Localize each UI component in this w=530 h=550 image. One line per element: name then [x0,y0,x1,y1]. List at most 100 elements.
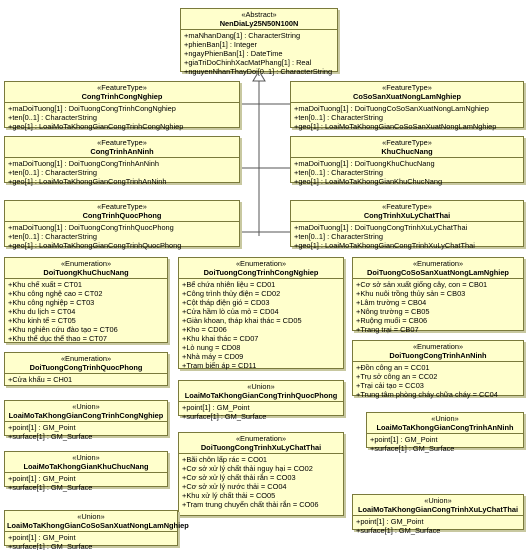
attribute: +ten[0..1] : CharacterString [294,232,383,241]
stereotype-label: «Enumeration» [412,342,464,351]
enum-literal: +Khu nghiên cứu đào tạo = CT06 [8,325,118,334]
attribute-list: +point[1] : GM_Point +surface[1] : GM_Su… [179,402,343,423]
attribute-list: +point[1] : GM_Point +surface[1] : GM_Su… [5,422,167,443]
class-name: CongTrinhXuLyChatThai [363,211,451,220]
union-loaimotakhonggiancongtrinhquocphong[interactable]: «Union» LoaiMoTaKhongGianCongTrinhQuocPh… [178,380,344,421]
union-loaimotakhonggiancososanxuatnonglamnghiep[interactable]: «Union» LoaiMoTaKhongGianCoSoSanXuatNong… [4,510,189,550]
enum-literal: +Trạm trung chuyển chất thải rắn = CO06 [182,500,319,509]
class-name: DoiTuongKhuChucNang [43,268,129,277]
class-name: CongTrinhCongNghiep [81,92,163,101]
class-name: DoiTuongCongTrinhXuLyChatThai [200,443,322,452]
class-header: «Enumeration» DoiTuongCongTrinhXuLyChatT… [179,433,343,454]
class-name: CoSoSanXuatNongLamNghiep [353,92,461,101]
class-header: «Union» LoaiMoTaKhongGianCongTrinhCongNg… [5,401,167,422]
enum-doituongcongtrinhquocphong[interactable]: «Enumeration» DoiTuongCongTrinhQuocPhong… [4,352,168,386]
attribute: +geo[1] : LoaiMoTaKhongGianKhuChucNang [294,177,443,186]
attribute: +giaTriDoChinhXacMatPhang[1] : Real [184,58,312,67]
attribute-list: +maDoiTuong[1] : DoiTuongCongTrinhQuocPh… [5,222,239,252]
attribute-list: +point[1] : GM_Point +surface[1] : GM_Su… [5,532,177,550]
enum-literal: +Cửa khẩu = CH01 [8,375,73,384]
attribute-list: +Cơ sở sản xuất giống cây, con = CB01 +K… [353,279,523,336]
stereotype-label: «FeatureType» [382,138,432,147]
class-header: «Union» LoaiMoTaKhongGianCongTrinhAnNinh [367,413,523,434]
class-congtrinhxulychatthai[interactable]: «FeatureType» CongTrinhXuLyChatThai +maD… [290,200,524,250]
enum-doituongcososanxuatnonglamnghiep[interactable]: «Enumeration» DoiTuongCoSoSanXuatNongLam… [352,257,524,334]
enum-literal: +Khu nuôi trồng thủy sản = CB03 [356,289,466,298]
class-congtrinhquocphong[interactable]: «FeatureType» CongTrinhQuocPhong +maDoiT… [4,200,240,250]
attribute: +maDoiTuong[1] : DoiTuongCoSoSanXuatNong… [294,104,489,113]
enum-literal: +Khu xử lý chất thải = CO05 [182,491,276,500]
enum-literal: +Bể chứa nhiên liệu = CD01 [182,280,276,289]
class-name: LoaiMoTaKhongGianCongTrinhAnNinh [376,423,514,432]
attribute-list: +maDoiTuong[1] : DoiTuongKhuChucNang +te… [291,158,523,188]
enum-literal: +Trụ sở công an = CC02 [356,372,438,381]
class-header: «Enumeration» DoiTuongCongTrinhCongNghie… [179,258,343,279]
attribute: +surface[1] : GM_Surface [182,412,267,421]
attribute: +point[1] : GM_Point [370,435,438,444]
class-header: «Union» LoaiMoTaKhongGianCongTrinhQuocPh… [179,381,343,402]
stereotype-label: «Union» [77,512,105,521]
stereotype-label: «Enumeration» [412,259,464,268]
class-header: «Enumeration» DoiTuongCoSoSanXuatNongLam… [353,258,523,279]
class-name: LoaiMoTaKhongGianCongTrinhQuocPhong [184,391,338,400]
class-name: CongTrinhQuocPhong [82,211,162,220]
attribute-list: +Khu chế xuất = CT01 +Khu công nghệ cao … [5,279,167,345]
attribute: +point[1] : GM_Point [8,423,76,432]
stereotype-label: «FeatureType» [97,83,147,92]
attribute-list: +point[1] : GM_Point +surface[1] : GM_Su… [5,473,167,494]
enum-doituongcongtrinhcongnghiep[interactable]: «Enumeration» DoiTuongCongTrinhCongNghie… [178,257,344,372]
attribute-list: +maDoiTuong[1] : DoiTuongCongTrinhAnNinh… [5,158,239,188]
attribute: +point[1] : GM_Point [356,517,424,526]
enum-literal: +Công trình thủy điện = CD02 [182,289,281,298]
attribute: +maNhanDang[1] : CharacterString [184,31,301,40]
attribute: +geo[1] : LoaiMoTaKhongGianCoSoSanXuatNo… [294,122,497,131]
class-header: «Enumeration» DoiTuongCongTrinhAnNinh [353,341,523,362]
class-header: «FeatureType» CongTrinhXuLyChatThai [291,201,523,222]
class-name: DoiTuongCongTrinhQuocPhong [29,363,143,372]
union-loaimotakhonggiankhuchucnang[interactable]: «Union» LoaiMoTaKhongGianKhuChucNang +po… [4,451,168,492]
stereotype-label: «Abstract» [241,10,277,19]
enum-literal: +Khu khai thác = CD07 [182,334,259,343]
attribute-list: +point[1] : GM_Point +surface[1] : GM_Su… [367,434,523,455]
class-header: «Union» LoaiMoTaKhongGianKhuChucNang [5,452,167,473]
attribute: +surface[1] : GM_Surface [8,483,93,492]
stereotype-label: «FeatureType» [382,202,432,211]
attribute: +maDoiTuong[1] : DoiTuongCongTrinhQuocPh… [8,223,174,232]
stereotype-label: «Enumeration» [235,259,287,268]
enum-doituongcongtrinhxulychatthai[interactable]: «Enumeration» DoiTuongCongTrinhXuLyChatT… [178,432,344,516]
enum-doituongkhuchucnang[interactable]: «Enumeration» DoiTuongKhuChucNang +Khu c… [4,257,168,343]
enum-doituongcongtrinhanninh[interactable]: «Enumeration» DoiTuongCongTrinhAnNinh +Đ… [352,340,524,399]
class-cososanxuatnonglamnghiep[interactable]: «FeatureType» CoSoSanXuatNongLamNghiep +… [290,81,524,131]
attribute: +ten[0..1] : CharacterString [294,113,383,122]
class-khuchucnang[interactable]: «FeatureType» KhuChucNang +maDoiTuong[1]… [290,136,524,186]
enum-literal: +Giàn khoan, tháp khai thác = CD05 [182,316,302,325]
union-loaimotakhonggiancongtrinhanninh[interactable]: «Union» LoaiMoTaKhongGianCongTrinhAnNinh… [366,412,524,453]
attribute-list: +maDoiTuong[1] : DoiTuongCongTrinhXuLyCh… [291,222,523,252]
enum-literal: +Cột tháp điện gió = CD03 [182,298,270,307]
attribute-list: +maDoiTuong[1] : DoiTuongCongTrinhCongNg… [5,103,239,133]
stereotype-label: «FeatureType» [97,202,147,211]
attribute: +ten[0..1] : CharacterString [8,168,97,177]
union-loaimotakhonggiancongtrinhcongnghiep[interactable]: «Union» LoaiMoTaKhongGianCongTrinhCongNg… [4,400,168,441]
class-header: «FeatureType» CongTrinhAnNinh [5,137,239,158]
attribute-list: +Bãi chôn lấp rác = CO01 +Cơ sở xử lý ch… [179,454,343,511]
class-name: LoaiMoTaKhongGianCongTrinhXuLyChatThai [357,505,519,514]
class-name: CongTrinhAnNinh [90,147,154,156]
enum-literal: +Cơ sở sản xuất giống cây, con = CB01 [356,280,488,289]
enum-literal: +Ruộng muối = CB06 [356,316,428,325]
attribute: +geo[1] : LoaiMoTaKhongGianCongTrinhAnNi… [8,177,167,186]
class-nendialy25n50n100n[interactable]: «Abstract» NenDiaLy25N50N100N +maNhanDan… [180,8,338,76]
class-congtrinhcongnghiep[interactable]: «FeatureType» CongTrinhCongNghiep +maDoi… [4,81,240,131]
stereotype-label: «Union» [431,414,459,423]
class-congtrinhanninh[interactable]: «FeatureType» CongTrinhAnNinh +maDoiTuon… [4,136,240,186]
enum-literal: +Lò nung = CD08 [182,343,241,352]
attribute-list: +Bể chứa nhiên liệu = CD01 +Công trình t… [179,279,343,372]
attribute-list: +maDoiTuong[1] : DoiTuongCoSoSanXuatNong… [291,103,523,133]
attribute: +surface[1] : GM_Surface [8,542,93,550]
union-loaimotakhonggiancongtrinhxulychatthai[interactable]: «Union» LoaiMoTaKhongGianCongTrinhXuLyCh… [352,494,524,535]
attribute: +ten[0..1] : CharacterString [8,113,97,122]
class-header: «FeatureType» CongTrinhQuocPhong [5,201,239,222]
attribute-list: +point[1] : GM_Point +surface[1] : GM_Su… [353,516,523,537]
